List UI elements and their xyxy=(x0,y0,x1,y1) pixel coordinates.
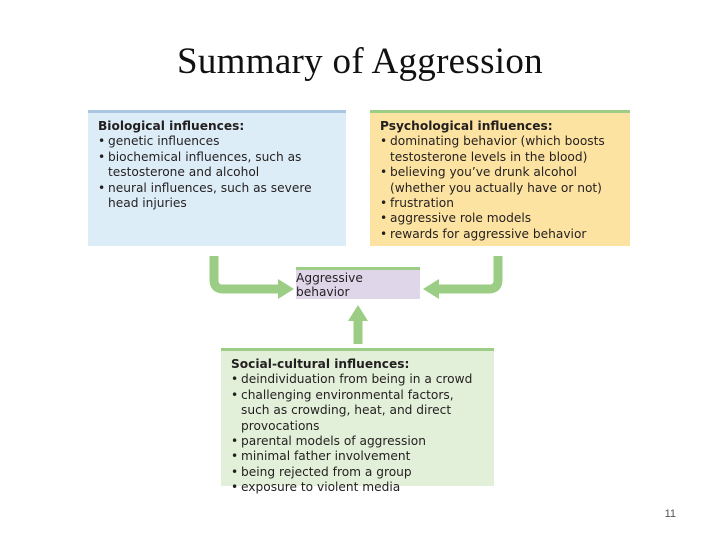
right-connector-arrow xyxy=(438,256,503,294)
left-arrowhead xyxy=(278,279,294,299)
social-list: deindividuation from being in a crowd ch… xyxy=(231,372,484,495)
psychological-item: rewards for aggressive behavior xyxy=(380,227,620,242)
biological-influences-box: Biological influences: genetic influence… xyxy=(88,110,346,246)
slide-title: Summary of Aggression xyxy=(176,41,543,82)
biological-item: neural influences, such as severe head i… xyxy=(98,181,336,212)
left-connector-arrow xyxy=(209,256,279,294)
psychological-item: frustration xyxy=(380,196,620,211)
social-heading: Social-cultural influences: xyxy=(231,357,410,371)
social-item: parental models of aggression xyxy=(231,434,484,449)
right-arrowhead xyxy=(423,279,439,299)
biological-heading: Biological influences: xyxy=(98,119,245,133)
social-cultural-influences-box: Social-cultural influences: deindividuat… xyxy=(221,348,494,494)
psychological-heading: Psychological influences: xyxy=(380,119,553,133)
bottom-arrowhead xyxy=(348,305,368,321)
social-item: deindividuation from being in a crowd xyxy=(231,372,484,387)
psychological-list: dominating behavior (which boosts testos… xyxy=(380,134,620,242)
psychological-item: aggressive role models xyxy=(380,211,620,226)
psychological-influences-box: Psychological influences: dominating beh… xyxy=(370,110,630,246)
psychological-item: believing you’ve drunk alcohol (whether … xyxy=(380,165,620,196)
aggressive-behavior-box: Aggressive behavior xyxy=(296,267,420,299)
social-item: minimal father involvement xyxy=(231,449,484,464)
social-item: being rejected from a group xyxy=(231,465,484,480)
biological-item: biochemical influences, such as testoste… xyxy=(98,150,336,181)
page-number: 11 xyxy=(664,508,676,520)
social-item: challenging environmental factors, such … xyxy=(231,388,484,434)
biological-list: genetic influences biochemical influence… xyxy=(98,134,336,211)
psychological-item: dominating behavior (which boosts testos… xyxy=(380,134,620,165)
social-item: exposure to violent media xyxy=(231,480,484,495)
biological-item: genetic influences xyxy=(98,134,336,149)
